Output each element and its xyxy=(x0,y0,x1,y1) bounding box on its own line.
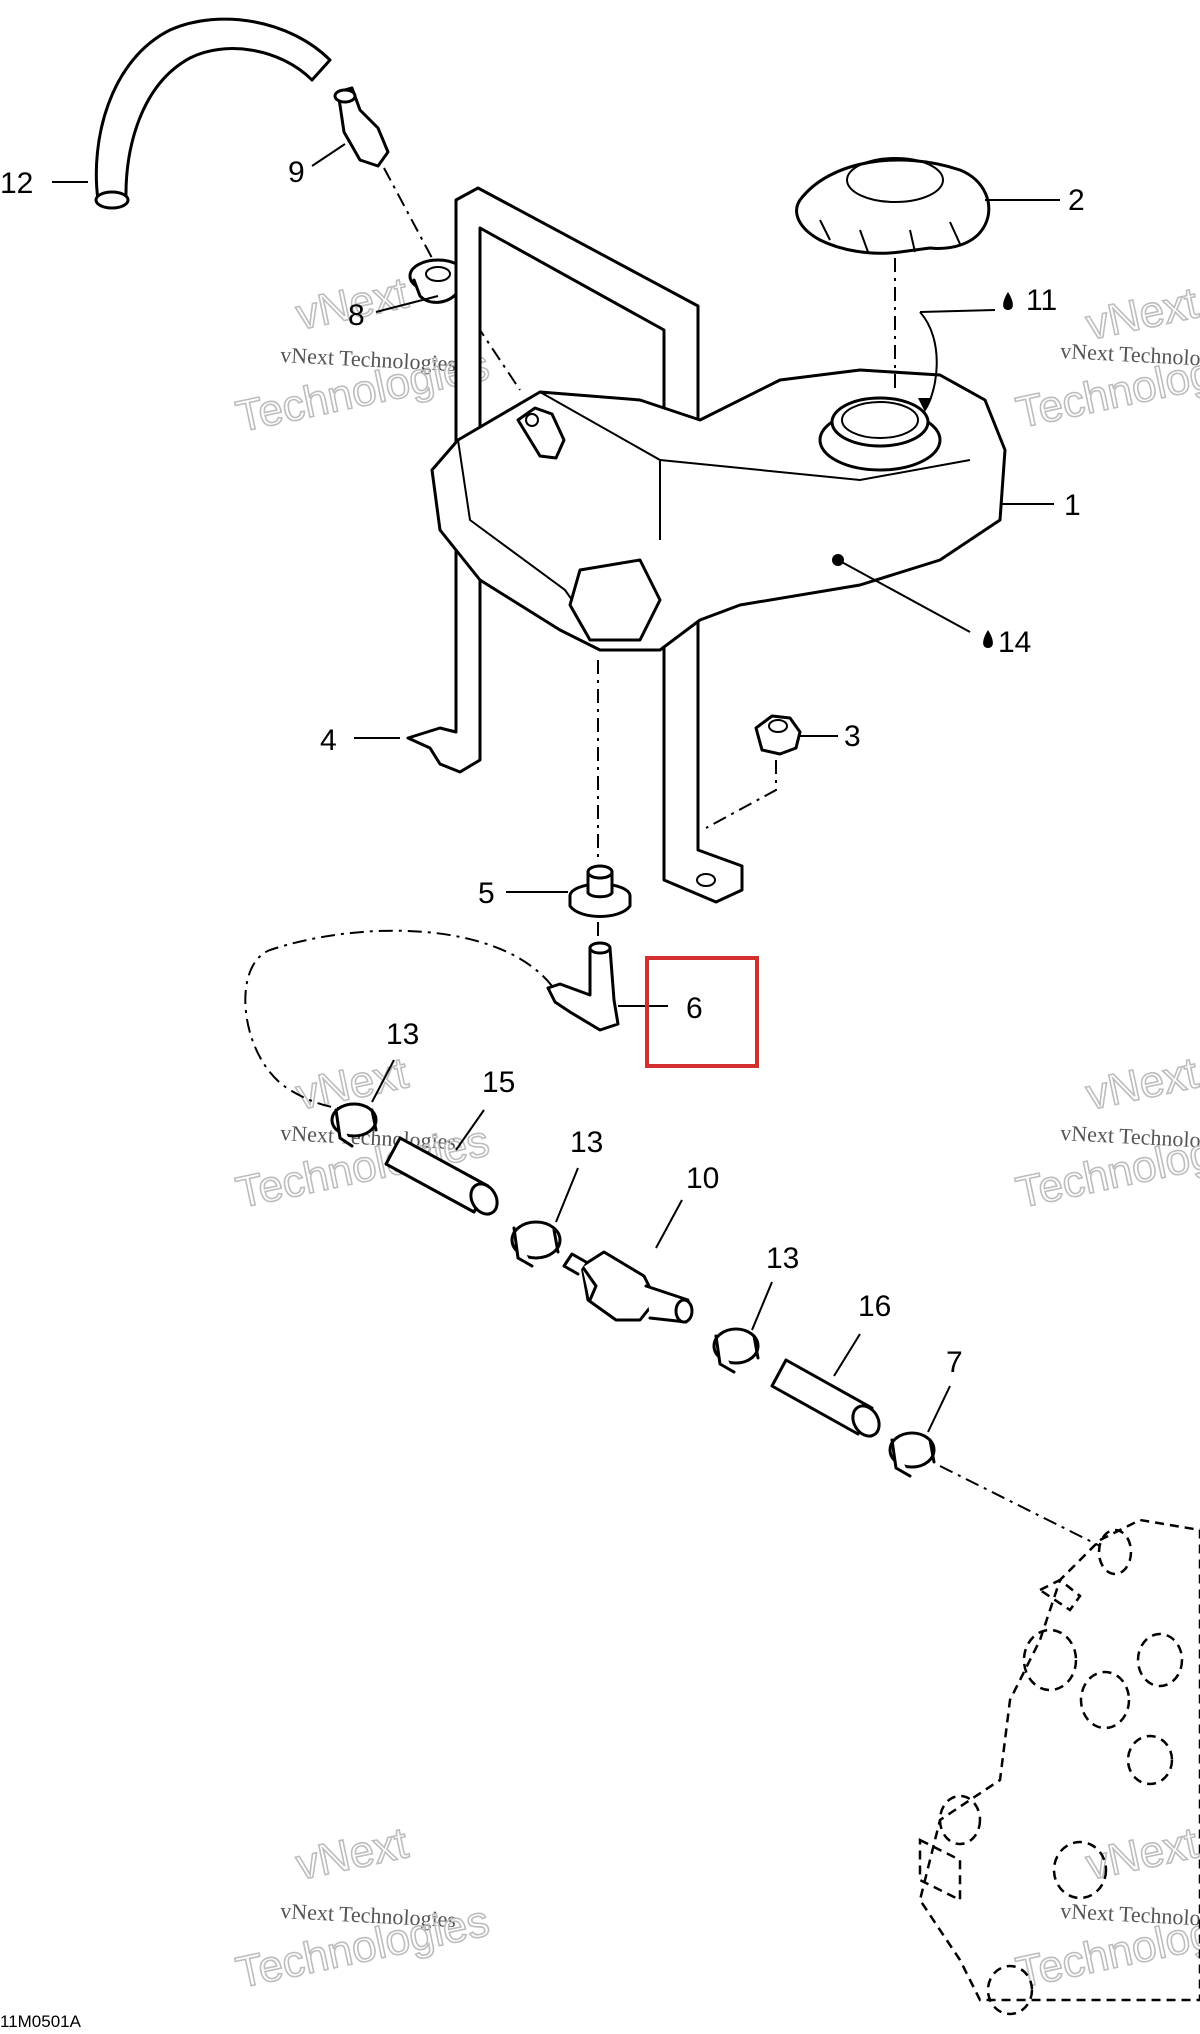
part-2-cap xyxy=(795,157,991,255)
leader-13c xyxy=(751,1281,773,1331)
part-12-hose xyxy=(94,17,332,210)
callout-3: 3 xyxy=(844,720,861,753)
callout-4: 4 xyxy=(320,724,337,757)
part-5-grommet xyxy=(568,864,632,918)
dash-9-8 xyxy=(383,167,433,259)
part-13b-clamp xyxy=(510,1220,562,1268)
callout-5: 5 xyxy=(478,877,495,910)
leader-13a xyxy=(371,1059,395,1103)
dash-8-tank xyxy=(459,299,521,391)
dash-3-bracket xyxy=(705,760,777,829)
leader-15 xyxy=(455,1109,485,1151)
callout-11: 11 xyxy=(1026,284,1057,317)
callout-13a: 13 xyxy=(386,1018,419,1051)
leader-10 xyxy=(655,1199,683,1249)
callout-14: 14 xyxy=(998,626,1031,659)
leader-8 xyxy=(375,295,439,313)
oil-drop-icon-11 xyxy=(1003,292,1013,310)
part-13a-clamp xyxy=(330,1102,378,1148)
watermark-lower-left: vNext vNext Technologies Technologies xyxy=(231,1818,494,1999)
callout-13c: 13 xyxy=(766,1242,799,1275)
highlight-box-6 xyxy=(645,956,759,1068)
callout-8: 8 xyxy=(348,299,365,332)
leader-13b xyxy=(555,1167,579,1223)
watermark-middle-right: vNext vNext Technologies Technologies xyxy=(1011,1048,1200,1219)
part-3-nut xyxy=(754,714,802,756)
callout-1: 1 xyxy=(1064,489,1081,522)
leader-9 xyxy=(311,143,346,167)
callout-15: 15 xyxy=(482,1066,515,1099)
part-10-check-valve xyxy=(562,1250,694,1324)
leader-7 xyxy=(927,1385,951,1433)
callout-16: 16 xyxy=(858,1290,891,1323)
leader-11 xyxy=(919,309,996,313)
callout-13b: 13 xyxy=(570,1126,603,1159)
part-1-oil-tank xyxy=(430,368,1007,652)
part-7-clamp xyxy=(888,1431,936,1478)
leader-16 xyxy=(833,1333,861,1377)
oil-pump-reference xyxy=(918,1518,1200,2016)
callout-2: 2 xyxy=(1068,184,1085,217)
part-13c-clamp xyxy=(712,1327,760,1374)
part-6-elbow-fitting xyxy=(546,941,620,1032)
callout-6: 6 xyxy=(686,992,703,1025)
dash-6-loop xyxy=(244,929,553,1111)
watermark-lower-right: vNext vNext Technologies Technologies xyxy=(1011,1818,1200,1999)
callout-9: 9 xyxy=(288,156,305,189)
part-8-grommet xyxy=(408,258,468,304)
drawing-code: 11M0501A xyxy=(0,2012,81,2031)
callout-12: 12 xyxy=(0,167,33,200)
svg-text:vNext: vNext xyxy=(1082,1818,1200,1889)
callout-10: 10 xyxy=(686,1162,719,1195)
svg-text:vNext: vNext xyxy=(292,1818,412,1889)
part-16-tube xyxy=(770,1358,881,1438)
callout-7: 7 xyxy=(946,1346,963,1379)
part-9-fitting xyxy=(333,86,390,168)
leader-14 xyxy=(837,559,971,633)
part-15-tube xyxy=(384,1136,499,1216)
oil-drop-icon-14 xyxy=(983,630,993,648)
dash-7-pump xyxy=(939,1465,1101,1547)
svg-text:vNext: vNext xyxy=(1082,1048,1200,1119)
